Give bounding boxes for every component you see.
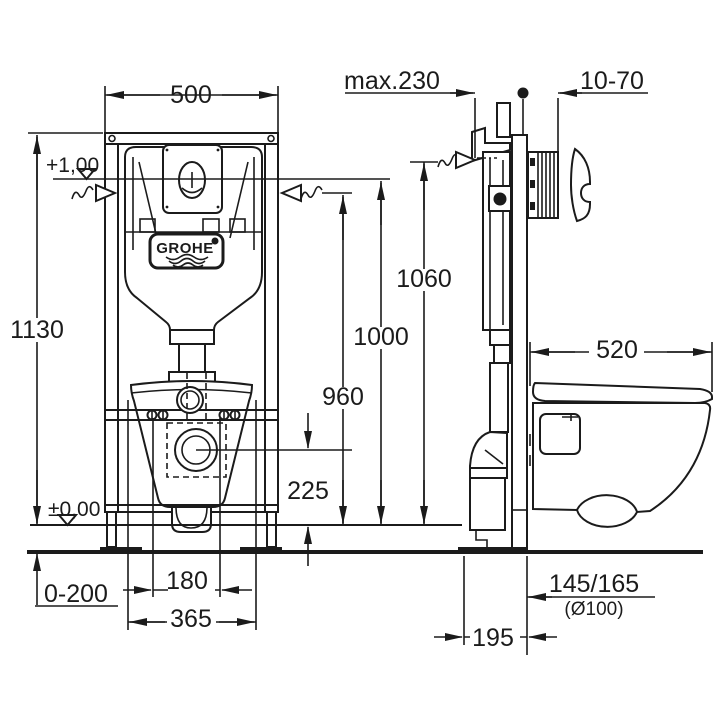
frame-foot-right xyxy=(266,511,277,548)
level-triangle-floor xyxy=(56,514,79,527)
bowl-inlet-inner xyxy=(180,390,200,410)
side-foot-plate xyxy=(458,547,527,552)
level-triangle-top xyxy=(75,168,98,181)
dim-height-1000: 1000 xyxy=(353,323,409,351)
flush-pipe-flange xyxy=(169,329,215,345)
side-view xyxy=(458,102,713,553)
dim-bowl-width: 365 xyxy=(170,605,212,633)
cistern-internals xyxy=(132,157,255,250)
dim-height-1060: 1060 xyxy=(396,265,452,293)
dim-drain-diameter: (Ø100) xyxy=(564,599,623,620)
flush-pipe xyxy=(178,343,206,373)
cistern-side-profile xyxy=(482,151,511,331)
outlet-leg xyxy=(489,362,509,433)
break-squiggle-right xyxy=(300,185,323,200)
wall-arrow-right xyxy=(279,183,302,203)
bowl-mount-box xyxy=(539,413,581,455)
ext-365 xyxy=(127,400,257,630)
frame-corner-screw-right xyxy=(267,134,275,143)
wall-arrow-left xyxy=(95,183,118,203)
level-label-top: +1,00 xyxy=(46,154,99,177)
grohe-logo-text: GROHE xyxy=(156,240,214,257)
grohe-wave-1 xyxy=(165,253,209,261)
plate-dot xyxy=(216,148,220,152)
grohe-wave-2 xyxy=(168,257,206,265)
cistern-clip-1 xyxy=(139,218,156,233)
dim-drain-offset: 145/165 xyxy=(549,570,639,598)
cistern-clip-2 xyxy=(202,218,220,233)
frame-top-bar xyxy=(104,132,279,145)
ext-500 xyxy=(104,86,279,133)
break-squiggle-left xyxy=(71,185,94,200)
wall-arrow-side xyxy=(455,150,478,170)
grohe-logo-dot xyxy=(211,237,219,245)
dim-floor-buildup: 0-200 xyxy=(44,580,108,608)
foot-plate-right xyxy=(240,547,282,552)
plate-dot xyxy=(165,148,169,152)
dim-drain-height: 225 xyxy=(287,477,329,505)
cistern-clip-3 xyxy=(229,218,246,233)
plate-dot xyxy=(165,205,169,209)
plate-dot xyxy=(216,205,220,209)
dimension-labels: 500 1130 +1,00 ±0,00 0-200 960 1000 1060… xyxy=(10,67,644,652)
supply-pipe-top xyxy=(496,102,511,138)
hidden-pipe-lines xyxy=(186,373,207,420)
elbow-accent xyxy=(484,449,504,465)
front-view: GROHE xyxy=(100,132,352,552)
ext-180 xyxy=(152,418,221,597)
foot-plate-left xyxy=(100,547,142,552)
ext-520 xyxy=(529,342,713,392)
elbow-collar xyxy=(469,467,508,479)
dim-front-width: 500 xyxy=(170,81,212,109)
dim-bowl-depth: 520 xyxy=(596,336,638,364)
dim-foot-depth: 195 xyxy=(472,624,514,652)
frame-step-2 xyxy=(493,344,511,364)
dim-bolt-spacing: 180 xyxy=(166,567,208,595)
valve-dot xyxy=(493,192,507,206)
seat-side xyxy=(531,381,713,405)
bowl-mount-detail xyxy=(562,414,578,421)
wall-mounting-plate xyxy=(511,134,528,553)
dim-frame-height: 1130 xyxy=(10,316,64,344)
actuator-oval-detail xyxy=(181,172,203,194)
frame-step-1 xyxy=(489,329,511,346)
fixing-point-dot xyxy=(517,87,529,99)
dimension-annotations xyxy=(28,86,713,655)
bowl-outlet-arc xyxy=(175,506,208,529)
dim-plate-depth: 10-70 xyxy=(580,67,644,95)
trap-foot-step xyxy=(475,530,488,547)
bowl-bottom-bulge xyxy=(576,509,638,528)
dim-install-depth: max.230 xyxy=(344,67,440,95)
frame-foot-left xyxy=(106,511,117,548)
dim-height-960: 960 xyxy=(322,383,364,411)
level-label-floor: ±0,00 xyxy=(48,498,100,521)
frame-corner-screw-left xyxy=(108,134,116,143)
mounting-bolts xyxy=(146,409,241,421)
flush-plate-housing xyxy=(527,151,559,219)
flush-plate-profile xyxy=(569,147,591,223)
grohe-wave-3 xyxy=(172,262,204,268)
frame-right-rail xyxy=(264,132,279,513)
trap-box xyxy=(469,477,506,531)
